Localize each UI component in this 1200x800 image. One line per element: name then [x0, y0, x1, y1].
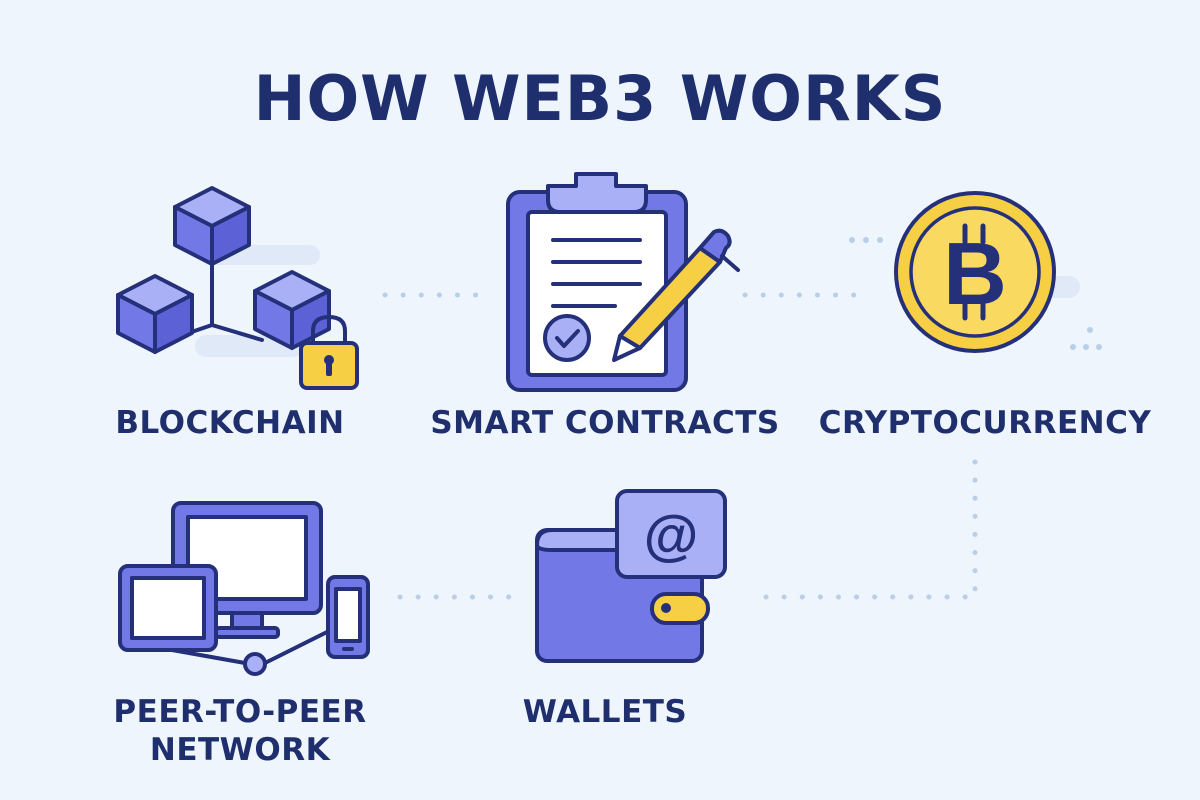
cube-left	[116, 274, 194, 354]
decor-dots	[849, 237, 1102, 350]
clipboard-document-icon	[506, 172, 740, 392]
tablet-icon	[118, 564, 218, 652]
phone-icon	[326, 575, 370, 659]
pen-icon	[612, 228, 740, 362]
bitcoin-coin-icon: B	[894, 191, 1056, 353]
network-node	[243, 652, 267, 676]
wallet-icon: @	[535, 489, 727, 663]
peer-to-peer-label-line1: PEER-TO-PEER	[113, 694, 367, 730]
cryptocurrency-label: CRYPTOCURRENCY	[818, 405, 1152, 441]
email-card-icon: @	[615, 489, 727, 579]
coin-symbol: B	[943, 224, 1007, 323]
cube-top	[173, 186, 251, 266]
cube-right	[253, 270, 331, 350]
blockchain-label: BLOCKCHAIN	[115, 405, 345, 441]
blockchain-icon	[116, 186, 359, 390]
peer-to-peer-label-line2: NETWORK	[149, 732, 331, 768]
connector-lines	[382, 292, 978, 600]
email-symbol: @	[644, 503, 699, 566]
page-title: HOW WEB3 WORKS	[253, 62, 947, 135]
smart-contracts-label: SMART CONTRACTS	[430, 405, 780, 441]
wallets-label: WALLETS	[522, 694, 688, 730]
wallet-clasp	[650, 592, 710, 625]
peer-to-peer-label: PEER-TO-PEER NETWORK	[90, 693, 390, 769]
network-devices-icon	[118, 501, 370, 676]
padlock-icon	[299, 315, 359, 390]
connector-crypto-wallets	[757, 459, 978, 600]
check-circle-icon	[543, 314, 591, 362]
